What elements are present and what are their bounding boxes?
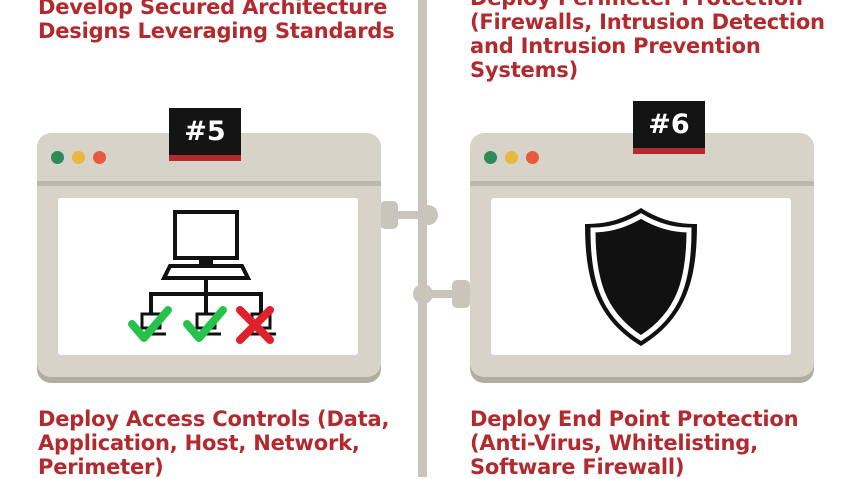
step6-window <box>470 133 814 377</box>
step6-content <box>491 198 791 355</box>
timeline-line <box>418 0 427 477</box>
window-dot-red-icon <box>93 151 106 164</box>
shield-icon <box>585 208 697 346</box>
window-titlebar <box>37 133 381 186</box>
step4-title: Develop Secured Architecture Designs Lev… <box>38 0 395 43</box>
window-dot-yellow-icon <box>72 151 85 164</box>
step5-window <box>37 133 381 377</box>
window-dot-red-icon <box>526 151 539 164</box>
step6-badge: #6 <box>633 101 705 154</box>
step6-title: Deploy End Point Protection (Anti-Virus,… <box>470 407 799 479</box>
step5-badge: #5 <box>169 108 241 161</box>
window-dot-green-icon <box>51 151 64 164</box>
step5-title: Deploy Access Controls (Data, Applicatio… <box>38 407 390 479</box>
step-perimeter-title: Deploy Perimeter Protection (Firewalls, … <box>470 0 825 82</box>
window-titlebar <box>470 133 814 186</box>
network-access-icon <box>128 210 276 344</box>
window-dot-green-icon <box>484 151 497 164</box>
step5-content <box>58 198 358 355</box>
window-dot-yellow-icon <box>505 151 518 164</box>
